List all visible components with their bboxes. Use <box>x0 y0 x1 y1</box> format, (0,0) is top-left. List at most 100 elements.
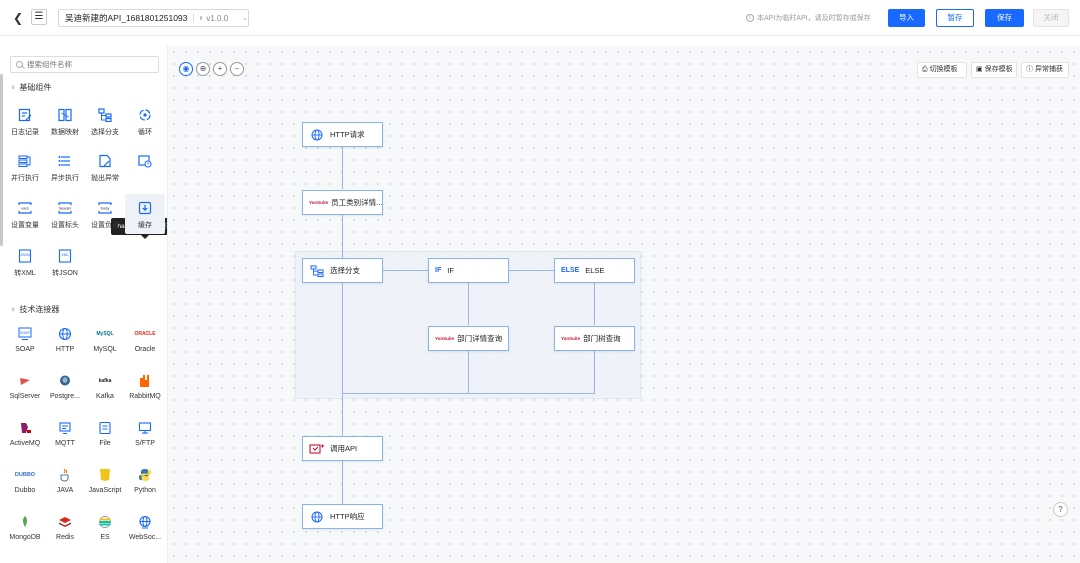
conn-es[interactable]: ES <box>85 508 125 548</box>
comp-to-xml[interactable]: JSON 转XML <box>5 242 45 282</box>
node-employee-query[interactable]: YonSuite 员工类别详情... <box>302 190 383 215</box>
component-sidebar: ∨ 基础组件 日志记录 数据映射 选择分支 循环 并行执行 异步执行 抛出异常 … <box>0 46 168 563</box>
node-call-api[interactable]: 调用API <box>302 436 383 461</box>
comp-throw-exception[interactable]: 抛出异常 <box>85 147 125 187</box>
conn-soap[interactable]: SOAP SOAP <box>5 320 45 360</box>
oracle-icon: ORACLE <box>134 326 156 342</box>
title-divider <box>193 13 194 23</box>
back-arrow-icon[interactable]: ❮ <box>12 11 24 25</box>
conn-mongodb[interactable]: MongoDB <box>5 508 45 548</box>
comp-set-header[interactable]: header 设置标头 <box>45 194 85 234</box>
chevron-down-icon[interactable]: ⌄ <box>242 15 248 22</box>
menu-list-icon[interactable]: ☰ <box>31 9 47 25</box>
comp-label: Postgre... <box>50 393 80 400</box>
component-search[interactable] <box>10 56 159 73</box>
comp-select-branch[interactable]: 选择分支 <box>85 101 125 141</box>
comp-label: 缓存 <box>138 222 152 229</box>
draft-button[interactable]: 暂存 <box>936 9 974 27</box>
comp-set-variable[interactable]: vars 设置变量 <box>5 194 45 234</box>
comp-label: 异步执行 <box>51 175 79 182</box>
conn-kafka[interactable]: kafka Kafka <box>85 367 125 407</box>
zoom-out-icon[interactable]: − <box>230 62 244 76</box>
conn-sftp[interactable]: S/FTP <box>125 414 165 454</box>
comp-parallel[interactable]: 并行执行 <box>5 147 45 187</box>
connector-line <box>342 215 343 258</box>
save-disk-icon: ▣ <box>976 66 983 73</box>
conn-websocket[interactable]: WebSoc... <box>125 508 165 548</box>
node-label: IF <box>447 266 454 275</box>
file-icon <box>97 420 113 436</box>
import-button[interactable]: 导入 <box>888 9 925 27</box>
conn-file[interactable]: File <box>85 414 125 454</box>
close-button[interactable]: 关闭 <box>1033 9 1069 27</box>
node-else[interactable]: ELSE ELSE <box>554 258 635 283</box>
json-tag: JSON <box>20 253 30 257</box>
comp-set-payload[interactable]: body 设置负载 <box>85 194 125 234</box>
node-label: 选择分支 <box>330 266 360 275</box>
conn-oracle[interactable]: ORACLE Oracle <box>125 320 165 360</box>
comp-to-json[interactable]: XML 转JSON <box>45 242 85 282</box>
switch-template-button[interactable]: ⎙ 切换模板 <box>917 62 967 78</box>
version-select[interactable]: v1.0.0 <box>206 13 229 23</box>
exception-catch-button[interactable]: ⓘ 异常捕获 <box>1021 62 1069 78</box>
sqlserver-icon <box>17 373 33 389</box>
comp-label: JavaScript <box>88 487 122 494</box>
conn-java[interactable]: JAVA <box>45 461 85 501</box>
data-mapping-icon <box>57 107 73 123</box>
conn-postgres[interactable]: Postgre... <box>45 367 85 407</box>
connector-line <box>594 283 595 325</box>
node-select-branch[interactable]: 选择分支 <box>302 258 383 283</box>
node-if[interactable]: IF IF <box>428 258 509 283</box>
comp-data-mapping[interactable]: 数据映射 <box>45 101 85 141</box>
section-basic-components[interactable]: ∨ 基础组件 <box>11 82 51 93</box>
else-keyword-icon: ELSE <box>561 267 580 274</box>
oracle-logo-text: ORACLE <box>134 331 156 337</box>
comp-label: ActiveMQ <box>9 440 41 447</box>
mqtt-icon <box>57 420 73 436</box>
comp-label: RabbitMQ <box>129 393 161 400</box>
conn-redis[interactable]: Redis <box>45 508 85 548</box>
sidebar-scrollbar[interactable] <box>0 74 3 246</box>
comp-async[interactable]: 异步执行 <box>45 147 85 187</box>
save-button[interactable]: 保存 <box>985 9 1024 27</box>
section-tech-connectors[interactable]: ∨ 技术连接器 <box>11 304 59 315</box>
comp-hazelcast-cache[interactable] <box>125 147 165 187</box>
api-title-box[interactable]: 吴迪新建的API_1681801251093 v1.0.0 ⌄ <box>58 9 249 27</box>
fit-center-icon[interactable]: ◉ <box>179 62 193 76</box>
conn-mqtt[interactable]: MQTT <box>45 414 85 454</box>
connector-line <box>468 351 469 393</box>
conn-javascript[interactable]: JavaScript <box>85 461 125 501</box>
vars-tag-icon: vars <box>17 200 33 216</box>
help-question-icon[interactable]: ? <box>1053 502 1068 517</box>
search-input[interactable] <box>27 60 147 69</box>
zoom-in-icon[interactable]: + <box>213 62 227 76</box>
conn-http[interactable]: HTTP <box>45 320 85 360</box>
websocket-globe-icon <box>137 514 153 530</box>
conn-rabbitmq[interactable]: RabbitMQ <box>125 367 165 407</box>
node-dept-detail[interactable]: YonSuite 部门详情查询 <box>428 326 509 351</box>
canvas-zoom-toolbar: ◉ ⊕ + − <box>175 60 249 78</box>
conn-python[interactable]: Python <box>125 461 165 501</box>
crosshair-icon[interactable]: ⊕ <box>196 62 210 76</box>
info-circle-icon: ⓘ <box>1026 66 1033 73</box>
conn-activemq[interactable]: ActiveMQ <box>5 414 45 454</box>
conn-mysql[interactable]: MySQL MySQL <box>85 320 125 360</box>
branch-icon <box>309 265 325 277</box>
comp-log[interactable]: 日志记录 <box>5 101 45 141</box>
comp-loop[interactable]: 循环 <box>125 101 165 141</box>
connector-line <box>342 283 343 435</box>
save-template-button[interactable]: ▣ 保存模板 <box>971 62 1017 78</box>
conn-sqlserver[interactable]: SqlServer <box>5 367 45 407</box>
comp-label: SOAP <box>15 346 35 353</box>
connector-line <box>468 283 469 325</box>
comp-label: 转JSON <box>52 270 78 277</box>
node-http-request[interactable]: HTTP请求 <box>302 122 383 147</box>
node-dept-tree[interactable]: YonSuite 部门树查询 <box>554 326 635 351</box>
yonsuite-logo: YonSuite <box>435 336 455 341</box>
flow-canvas[interactable]: ◉ ⊕ + − ⎙ 切换模板 ▣ 保存模板 ⓘ 异常捕获 HTTP请求 YonS… <box>168 46 1080 563</box>
comp-cache[interactable]: 缓存 <box>125 194 165 234</box>
conn-dubbo[interactable]: DUBBO Dubbo <box>5 461 45 501</box>
node-http-response[interactable]: HTTP响应 <box>302 504 383 529</box>
throw-exception-icon <box>97 153 113 169</box>
xml-tag: XML <box>61 253 68 257</box>
